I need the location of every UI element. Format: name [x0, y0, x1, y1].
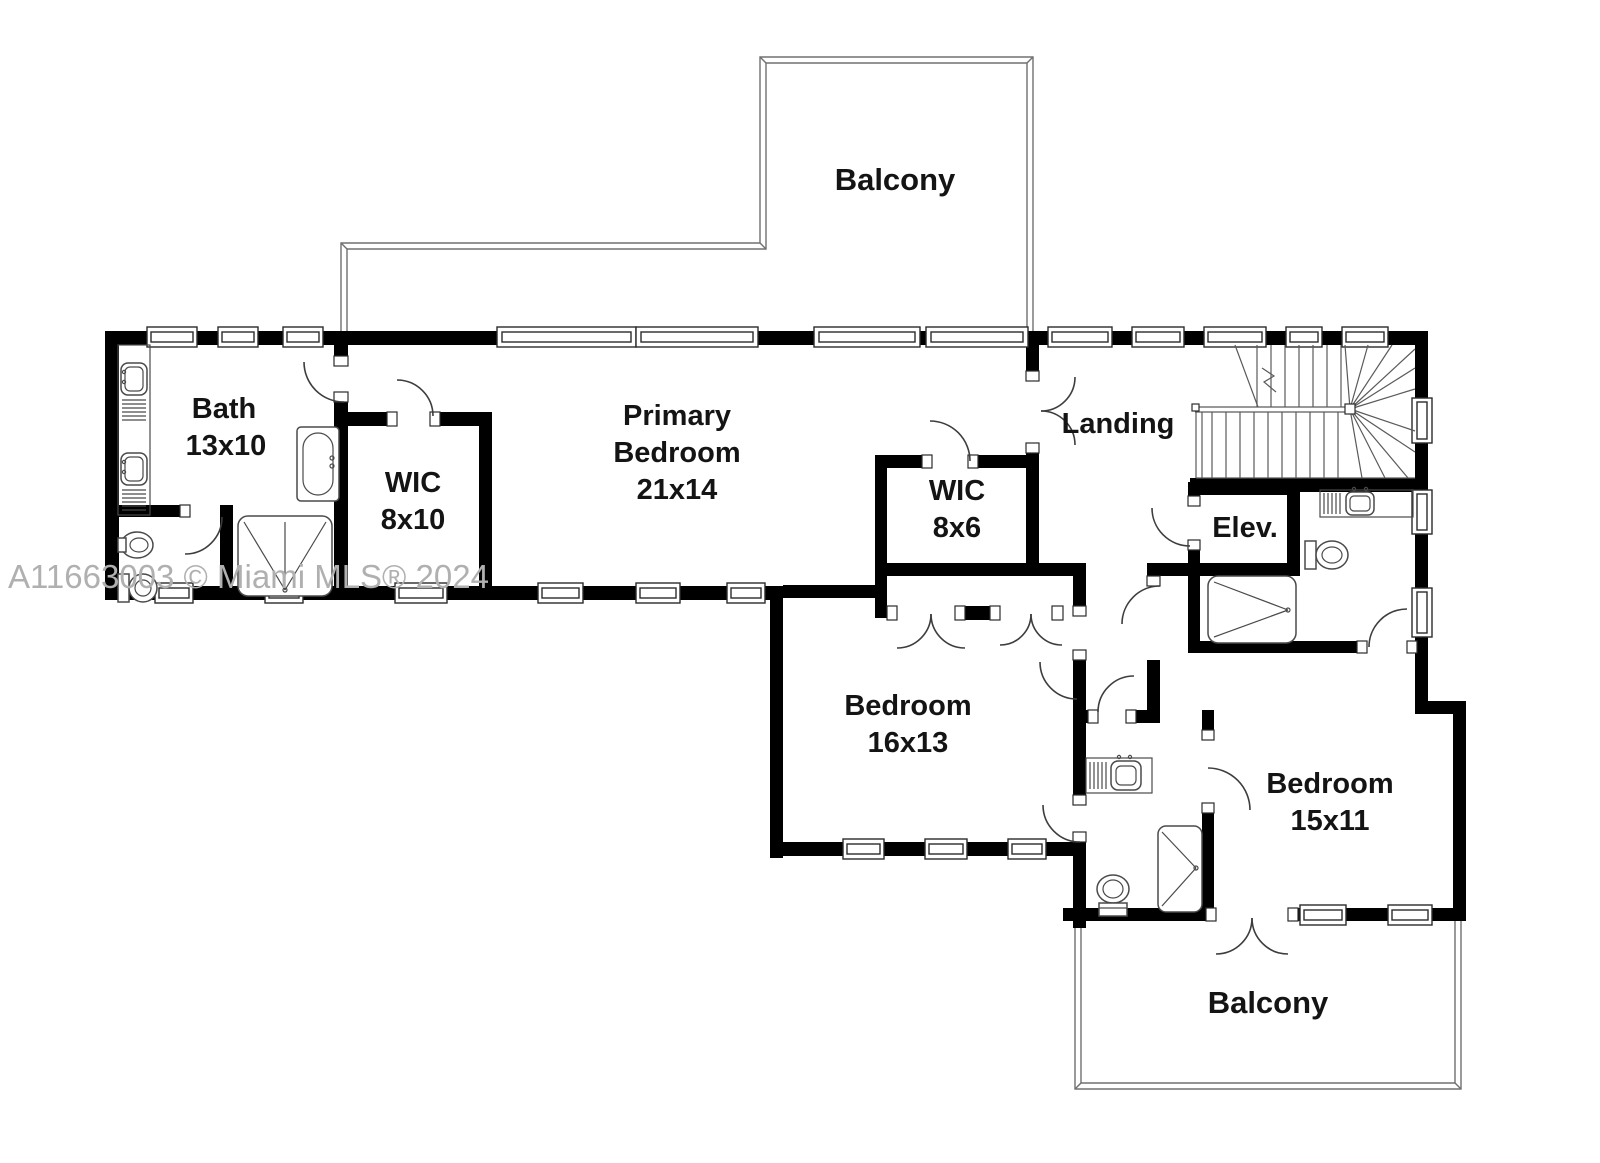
window: [1411, 397, 1433, 444]
shower-icon: [237, 515, 333, 597]
label-landing: Landing: [1062, 408, 1175, 440]
sink-icon: [120, 452, 148, 486]
window: [635, 326, 759, 348]
label-bedroom15-dims: 15x11: [1290, 805, 1369, 837]
door-balcony-double: [1205, 907, 1299, 955]
door-hall-bath: [1087, 675, 1137, 724]
window: [282, 326, 324, 348]
bidet-icon: [117, 531, 154, 559]
label-bedroom16: Bedroom: [844, 690, 971, 722]
toilet-icon: [1304, 540, 1349, 570]
window: [496, 326, 637, 348]
window: [726, 582, 766, 604]
window: [813, 326, 921, 348]
window: [1387, 904, 1433, 926]
door-wic-small: [921, 420, 979, 469]
sink-icon: [120, 362, 148, 396]
stair-direction-arrow: [1261, 367, 1277, 393]
sink-icon: [1345, 491, 1375, 516]
window: [394, 582, 448, 604]
door-water-closet: [179, 504, 223, 555]
window: [1047, 326, 1113, 348]
double-vanity: [117, 344, 151, 516]
wall-right-lower: [1453, 701, 1466, 921]
elev-bath-vanity: [1319, 486, 1414, 518]
window: [217, 326, 259, 348]
bathtub-icon: [296, 426, 340, 502]
wall-left: [105, 331, 119, 600]
label-primary-dims: 21x14: [637, 474, 718, 506]
window: [842, 838, 885, 860]
door-landing-hall: [1121, 575, 1161, 625]
toilet-icon: [1096, 874, 1130, 917]
window: [537, 582, 584, 604]
doors: [179, 355, 1418, 955]
middle-bath-vanity: [1085, 754, 1153, 794]
shower-icon: [1207, 575, 1297, 644]
balcony-bottom-outline: [1074, 921, 1462, 1090]
window: [1007, 838, 1047, 860]
door-bedroom16-entry: [1039, 605, 1087, 700]
wall-stairwell: [1190, 478, 1428, 492]
label-balcony-bottom: Balcony: [1208, 985, 1329, 1020]
window: [146, 326, 198, 348]
window: [1341, 326, 1389, 348]
label-wic-large: WIC: [385, 467, 441, 499]
label-elevator: Elev.: [1212, 512, 1278, 544]
toilet-icon: [117, 573, 158, 603]
label-bath-dims: 13x10: [186, 430, 267, 462]
label-bedroom15: Bedroom: [1266, 768, 1393, 800]
door-primary-double: [1025, 370, 1076, 454]
sink-icon: [1110, 760, 1142, 791]
door-closet-right-pair: [989, 605, 1064, 646]
label-wic-small: WIC: [929, 475, 985, 507]
window: [924, 838, 968, 860]
label-bedroom16-dims: 16x13: [868, 727, 949, 759]
window: [1203, 326, 1267, 348]
label-wic-large-dims: 8x10: [381, 504, 446, 536]
window: [1285, 326, 1323, 348]
label-wic-small-dims: 8x6: [933, 512, 981, 544]
windows: [146, 326, 1433, 926]
label-primary-2: Bedroom: [613, 437, 740, 469]
door-bedroom16-bath: [1042, 794, 1087, 843]
stair-newel: [1344, 403, 1356, 415]
window: [154, 582, 194, 604]
door-elevator: [1151, 495, 1201, 551]
staircase: [1191, 344, 1416, 479]
window: [1411, 489, 1433, 535]
label-balcony-top: Balcony: [835, 162, 956, 197]
window: [1299, 904, 1347, 926]
door-closet-left-pair: [886, 605, 966, 649]
label-primary-1: Primary: [623, 400, 731, 432]
window: [635, 582, 681, 604]
window: [1411, 587, 1433, 638]
balcony-top-outline: [340, 56, 1034, 331]
watermark-text: A11663003 © Miami MLS® 2024: [8, 558, 489, 595]
window: [1131, 326, 1185, 348]
door-bath-bedroom15: [1201, 729, 1251, 814]
door-wic-large: [386, 379, 441, 427]
label-bath: Bath: [192, 393, 256, 425]
window: [925, 326, 1029, 348]
door-bath: [303, 355, 349, 403]
room-labels: Balcony Bath 13x10 WIC 8x10 Primary Bedr…: [186, 162, 1394, 1020]
door-elev-bath: [1356, 608, 1418, 654]
shower-icon: [1157, 825, 1203, 913]
